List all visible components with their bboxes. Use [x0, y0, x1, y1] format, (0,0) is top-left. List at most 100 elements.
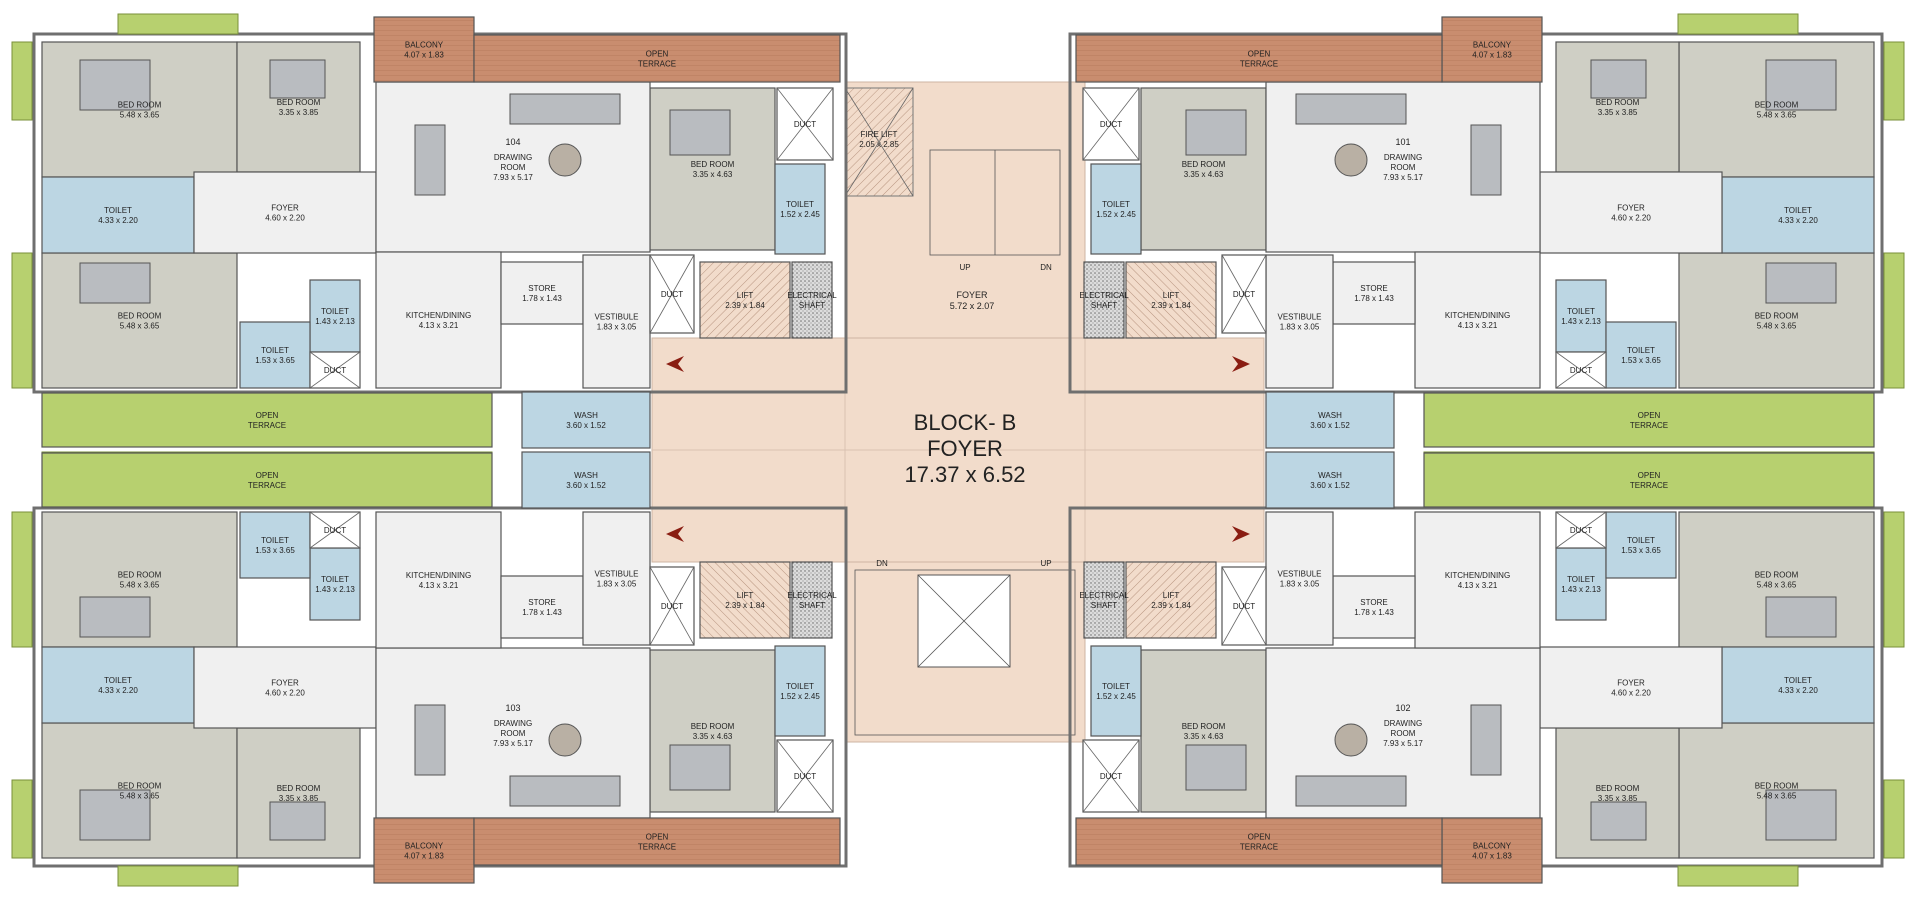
room-label-balcony: 4.07 x 1.83: [1472, 852, 1512, 861]
room-label-drawing: ROOM: [501, 729, 526, 738]
table-icon: [548, 143, 582, 177]
green-planter: [1883, 41, 1905, 121]
room-label-bed4: 3.35 x 4.63: [1184, 170, 1224, 179]
room-label-bed2: BED ROOM: [277, 784, 321, 793]
room-label-store: 1.78 x 1.43: [1354, 294, 1394, 303]
room-kitchen: [1414, 251, 1541, 389]
room-label-toilet3: 1.53 x 3.65: [255, 356, 295, 365]
green-planter: [11, 41, 33, 121]
room-wash: [1265, 391, 1395, 449]
room-label-bed4: BED ROOM: [1182, 160, 1226, 169]
room-label-toilet1: TOILET: [1784, 206, 1812, 215]
room-lift: [699, 561, 791, 639]
room-label-duct2: DUCT: [661, 290, 683, 299]
duct-cross: [649, 566, 695, 646]
furniture-icon: [1765, 59, 1837, 111]
room-label-kitchen: KITCHEN/DINING: [406, 571, 471, 580]
furniture-icon: [1590, 801, 1647, 841]
duct-cross: [649, 254, 695, 334]
room-toilet4: [774, 645, 826, 737]
room-label-toilet1: TOILET: [1784, 676, 1812, 685]
room-vestibule: [1265, 254, 1334, 389]
room-toilet1: [41, 176, 195, 254]
room-label-toilet3: TOILET: [1627, 536, 1655, 545]
room-label-terrace: TERRACE: [1240, 60, 1278, 69]
room-label-vestibule: VESTIBULE: [1277, 313, 1321, 322]
room-label-wash: WASH: [1318, 411, 1342, 420]
room-side_terrace: [1423, 392, 1875, 448]
room-label-wash: 3.60 x 1.52: [1310, 421, 1350, 430]
room-label-toilet2: 1.43 x 2.13: [315, 585, 355, 594]
room-label-side_terrace: OPEN: [1638, 471, 1661, 480]
room-label-bed3: BED ROOM: [1755, 312, 1799, 321]
furniture-icon: [1295, 775, 1407, 807]
fire-lift-size: 2.05 x 2.85: [859, 140, 899, 149]
room-label-drawing: ROOM: [501, 163, 526, 172]
room-label-toilet2: 1.43 x 2.13: [315, 317, 355, 326]
room-label-vestibule: VESTIBULE: [594, 570, 638, 579]
room-label-balcony: 4.07 x 1.83: [1472, 51, 1512, 60]
room-label-bed2: BED ROOM: [1596, 784, 1640, 793]
duct-cross: [1082, 739, 1140, 813]
room-label-store: 1.78 x 1.43: [522, 294, 562, 303]
room-label-toilet2: TOILET: [321, 575, 349, 584]
room-label-duct3: DUCT: [324, 366, 346, 375]
unit-number: 104: [505, 137, 520, 147]
room-label-duct1: DUCT: [1100, 120, 1122, 129]
green-planter: [1677, 865, 1799, 887]
room-toilet3: [239, 321, 311, 389]
room-toilet4: [774, 163, 826, 255]
room-label-vestibule: VESTIBULE: [1277, 570, 1321, 579]
room-balcony: [1441, 16, 1543, 83]
room-wash: [521, 391, 651, 449]
room-label-bed4: BED ROOM: [1182, 722, 1226, 731]
room-label-store: STORE: [528, 598, 555, 607]
top-foyer-size: 5.72 x 2.07: [950, 301, 995, 311]
room-kitchen: [375, 251, 502, 389]
room-label-drawing: 7.93 x 5.17: [1383, 173, 1423, 182]
room-label-drawing: 7.93 x 5.17: [493, 173, 533, 182]
duct-cross: [1555, 351, 1607, 389]
room-label-bed3: 5.48 x 3.65: [1757, 322, 1797, 331]
room-label-lift: 2.39 x 1.84: [725, 301, 765, 310]
room-label-toilet3: TOILET: [1627, 346, 1655, 355]
room-label-vestibule: 1.83 x 3.05: [1280, 580, 1320, 589]
room-side_terrace: [1423, 452, 1875, 508]
room-label-vestibule: 1.83 x 3.05: [1280, 323, 1320, 332]
room-label-bed1: BED ROOM: [1755, 782, 1799, 791]
furniture-icon: [1185, 744, 1247, 791]
stair-dn-top: DN: [1040, 263, 1052, 272]
room-foyer: [1539, 646, 1723, 729]
unit-number: 103: [505, 703, 520, 713]
room-shaft: [791, 561, 833, 639]
room-label-side_terrace: OPEN: [256, 471, 279, 480]
room-label-kitchen: 4.13 x 3.21: [419, 581, 459, 590]
room-label-toilet3: 1.53 x 3.65: [255, 546, 295, 555]
room-label-shaft: ELECTRICAL: [787, 591, 837, 600]
room-label-side_terrace: TERRACE: [248, 481, 286, 490]
room-store: [1332, 575, 1416, 639]
duct-cross: [1555, 511, 1607, 549]
top-foyer-name: FOYER: [956, 290, 988, 300]
room-label-toilet1: TOILET: [104, 206, 132, 215]
room-toilet3: [239, 511, 311, 579]
furniture-icon: [414, 124, 446, 196]
furniture-icon: [1470, 704, 1502, 776]
room-label-store: STORE: [1360, 284, 1387, 293]
table-icon: [548, 723, 582, 757]
room-vestibule: [582, 254, 651, 389]
room-label-side_terrace: OPEN: [256, 411, 279, 420]
duct-cross: [309, 511, 361, 549]
room-label-terrace: OPEN: [646, 833, 669, 842]
green-planter: [11, 779, 33, 859]
room-label-toilet1: 4.33 x 2.20: [1778, 686, 1818, 695]
room-terrace: [1075, 34, 1443, 83]
furniture-icon: [669, 744, 731, 791]
furniture-icon: [1765, 596, 1837, 638]
green-planter: [117, 13, 239, 35]
room-label-wash: WASH: [1318, 471, 1342, 480]
room-label-toilet1: 4.33 x 2.20: [98, 686, 138, 695]
room-label-store: STORE: [1360, 598, 1387, 607]
